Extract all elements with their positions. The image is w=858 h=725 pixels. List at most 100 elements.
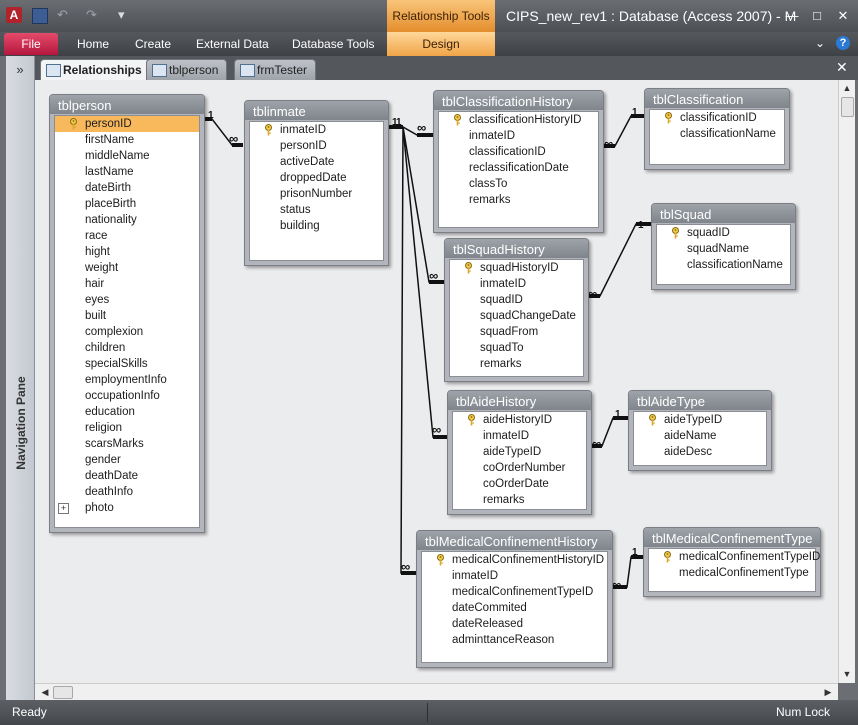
field-row[interactable]: medicalConfinementTypeID [422, 584, 607, 600]
expand-plus-icon[interactable]: + [58, 503, 69, 514]
field-row[interactable]: classificationName [650, 126, 784, 142]
field-row[interactable]: squadTo [450, 340, 583, 356]
field-row[interactable]: dateBirth [55, 180, 199, 196]
scroll-up-icon[interactable]: ▲ [842, 83, 852, 93]
field-row[interactable]: dateCommited [422, 600, 607, 616]
nav-pane-toggle-icon[interactable]: » [16, 62, 24, 77]
field-row[interactable]: squadFrom [450, 324, 583, 340]
field-row[interactable]: remarks [453, 492, 586, 508]
field-row[interactable]: hair [55, 276, 199, 292]
field-row[interactable]: medicalConfinementTypeID [649, 549, 820, 565]
scroll-down-icon[interactable]: ▼ [842, 669, 852, 679]
field-row[interactable]: classificationHistoryID [439, 112, 598, 128]
table-title[interactable]: tblMedicalConfinementType [644, 528, 820, 547]
field-row[interactable]: firstName [55, 132, 199, 148]
field-row[interactable]: +photo [55, 500, 199, 516]
field-row[interactable]: remarks [439, 192, 598, 208]
table-box-tblclassificationhistory[interactable]: tblClassificationHistory classificationH… [433, 90, 604, 233]
field-row[interactable]: squadHistoryID [450, 260, 583, 276]
field-row[interactable]: inmateID [422, 568, 607, 584]
undo-icon[interactable]: ↶ [57, 7, 68, 22]
field-row[interactable]: squadChangeDate [450, 308, 583, 324]
tab-external-data[interactable]: External Data [196, 37, 269, 51]
tab-design[interactable]: Design [387, 32, 495, 56]
field-row[interactable]: squadName [657, 241, 790, 257]
field-row[interactable]: prisonNumber [250, 186, 383, 202]
table-title[interactable]: tblinmate [245, 101, 388, 120]
field-row[interactable]: medicalConfinementType [649, 565, 815, 581]
field-row[interactable]: education [55, 404, 199, 420]
field-row[interactable]: eyes [55, 292, 199, 308]
field-row[interactable]: classificationID [650, 110, 784, 126]
minimize-ribbon-icon[interactable]: ⌄ [815, 36, 826, 50]
field-row[interactable]: scarsMarks [55, 436, 199, 452]
horizontal-scrollbar[interactable]: ◀ ▶ [35, 683, 838, 700]
field-row[interactable]: coOrderDate [453, 476, 586, 492]
field-row[interactable]: personID [55, 116, 199, 132]
field-row[interactable]: gender [55, 452, 199, 468]
field-row[interactable]: activeDate [250, 154, 383, 170]
field-row[interactable]: children [55, 340, 199, 356]
field-row[interactable]: classificationName [657, 257, 790, 273]
field-row[interactable]: inmateID [453, 428, 586, 444]
field-row[interactable]: dateReleased [422, 616, 607, 632]
maximize-icon[interactable]: □ [813, 8, 821, 23]
save-icon[interactable] [32, 8, 48, 24]
access-app-icon[interactable]: A [6, 7, 22, 23]
field-row[interactable]: status [250, 202, 383, 218]
field-row[interactable]: droppedDate [250, 170, 383, 186]
field-row[interactable]: squadID [657, 225, 790, 241]
field-row[interactable]: complexion [55, 324, 199, 340]
vertical-scrollbar[interactable]: ▲ ▼ [838, 80, 855, 683]
field-row[interactable]: aideDesc [634, 444, 766, 460]
field-row[interactable]: aideTypeID [634, 412, 766, 428]
field-row[interactable]: employmentInfo [55, 372, 199, 388]
minimize-icon[interactable]: — [785, 8, 799, 23]
close-document-icon[interactable]: ✕ [836, 59, 848, 75]
close-window-icon[interactable]: ✕ [837, 8, 849, 23]
table-box-tblmedicalconfinementtype[interactable]: tblMedicalConfinementType medicalConfine… [643, 527, 821, 597]
field-row[interactable]: inmateID [250, 122, 383, 138]
file-tab[interactable]: File [4, 33, 58, 55]
field-row[interactable]: inmateID [450, 276, 583, 292]
field-row[interactable]: coOrderNumber [453, 460, 586, 476]
field-row[interactable]: reclassificationDate [439, 160, 598, 176]
doc-tab-relationships[interactable]: Relationships [40, 59, 151, 80]
field-row[interactable]: placeBirth [55, 196, 199, 212]
field-row[interactable]: race [55, 228, 199, 244]
field-row[interactable]: aideHistoryID [453, 412, 586, 428]
field-row[interactable]: religion [55, 420, 199, 436]
horizontal-scroll-thumb[interactable] [53, 686, 73, 699]
tab-create[interactable]: Create [135, 37, 172, 51]
customize-qat-icon[interactable]: ▾ [118, 7, 125, 22]
doc-tab-tblperson[interactable]: tblperson [146, 59, 228, 80]
doc-tab-frmtester[interactable]: frmTester [234, 59, 317, 80]
vertical-scroll-thumb[interactable] [841, 97, 854, 117]
field-row[interactable]: adminttanceReason [422, 632, 607, 648]
field-row[interactable]: occupationInfo [55, 388, 199, 404]
field-row[interactable]: deathInfo [55, 484, 199, 500]
table-box-tblmedicalconfinementhistory[interactable]: tblMedicalConfinementHistory medicalConf… [416, 530, 613, 668]
field-row[interactable]: medicalConfinementHistoryID [422, 552, 607, 568]
field-row[interactable]: inmateID [439, 128, 598, 144]
navigation-pane[interactable]: » Navigation Pane [6, 56, 35, 700]
field-row[interactable]: deathDate [55, 468, 199, 484]
field-row[interactable]: middleName [55, 148, 199, 164]
field-row[interactable]: lastName [55, 164, 199, 180]
field-row[interactable]: nationality [55, 212, 199, 228]
table-title[interactable]: tblSquad [652, 204, 795, 223]
